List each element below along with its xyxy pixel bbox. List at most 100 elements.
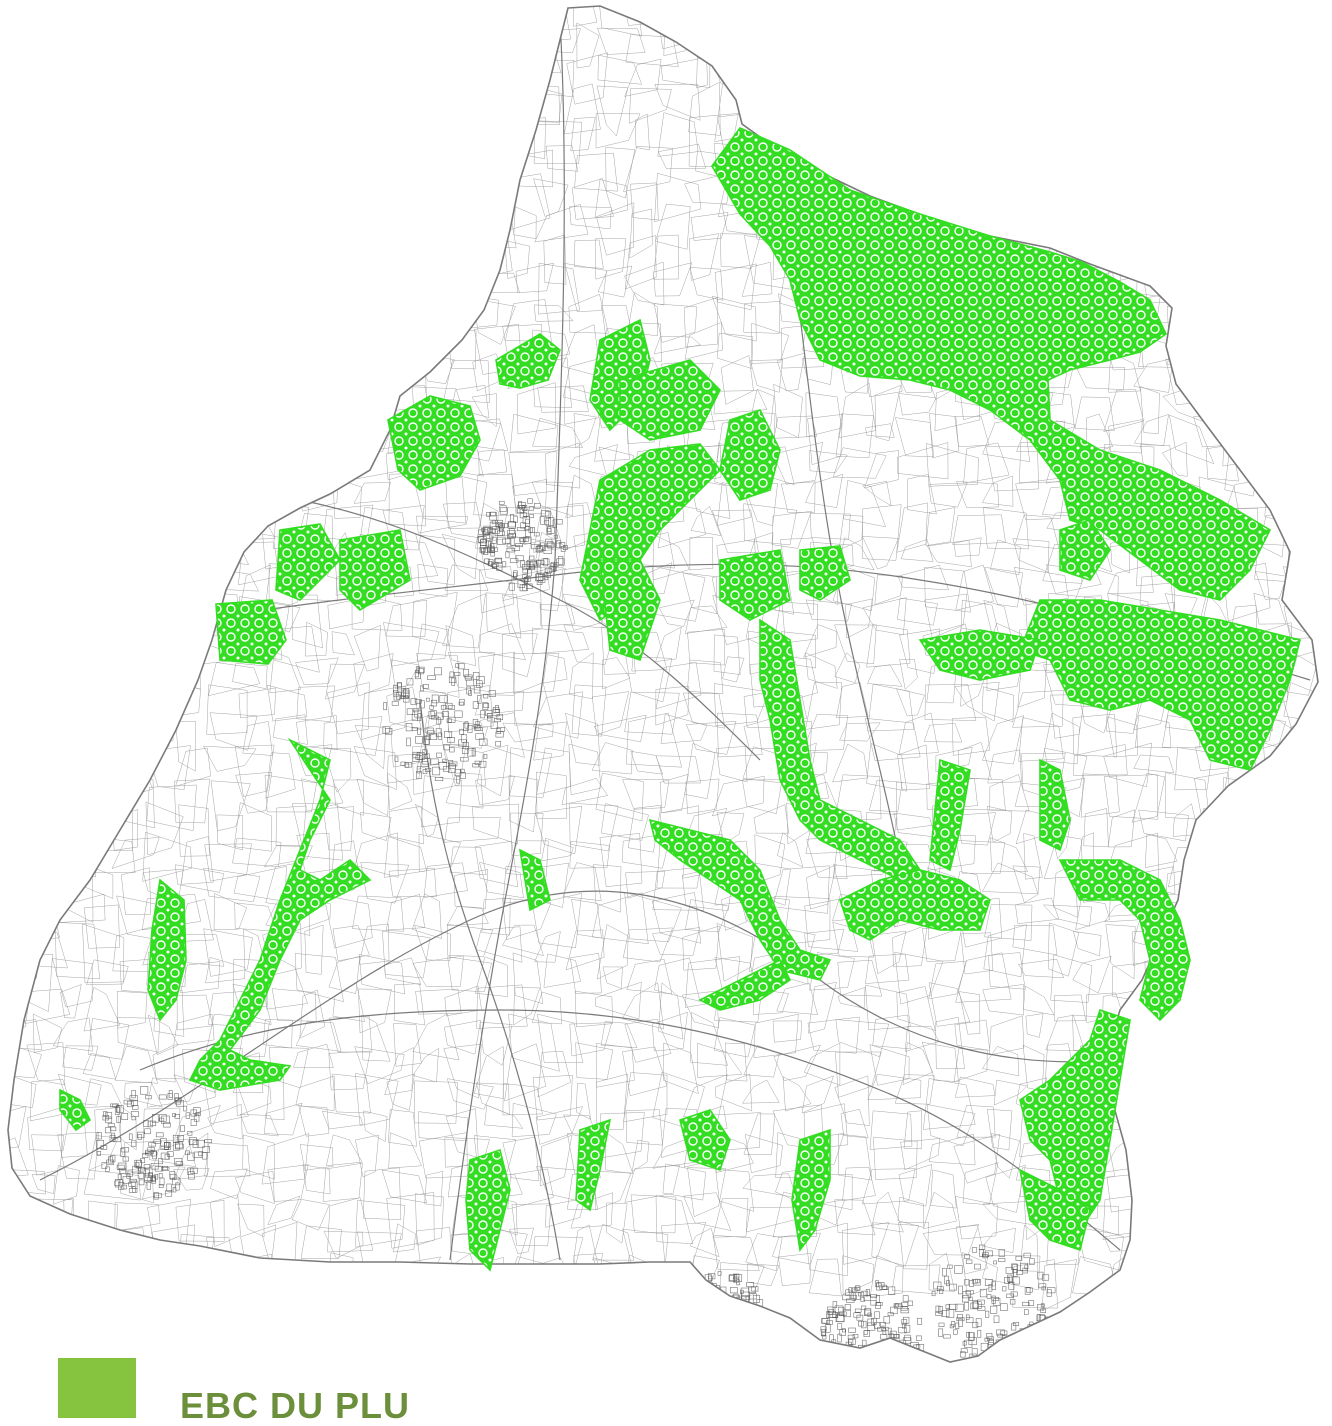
parcel <box>655 685 690 726</box>
building <box>707 1287 712 1293</box>
parcel <box>863 121 897 155</box>
parcel <box>147 23 183 60</box>
parcel <box>233 958 268 1008</box>
building <box>175 1161 184 1166</box>
building <box>705 1312 712 1321</box>
ebc-zone <box>1058 859 1191 1022</box>
building <box>1041 1286 1046 1291</box>
building <box>748 1286 756 1294</box>
parcel <box>862 26 886 71</box>
parcel <box>1284 176 1318 221</box>
parcel <box>418 833 461 873</box>
building <box>874 1311 880 1319</box>
building <box>110 1103 119 1108</box>
parcel <box>842 1222 890 1265</box>
parcel <box>235 771 273 814</box>
parcel <box>1229 175 1265 213</box>
parcel <box>716 812 745 845</box>
parcel <box>625 34 679 67</box>
building <box>495 741 501 747</box>
parcel <box>743 301 781 334</box>
building <box>695 1335 700 1339</box>
parcel <box>473 1046 504 1099</box>
parcel <box>745 1233 783 1272</box>
parcel <box>298 149 332 182</box>
building <box>702 1334 708 1341</box>
building <box>483 703 490 709</box>
parcel <box>1140 386 1160 434</box>
building <box>128 1133 133 1140</box>
parcel <box>777 352 805 392</box>
parcel <box>662 1163 706 1201</box>
parcel <box>1012 55 1052 87</box>
parcel <box>84 207 119 235</box>
building <box>507 521 516 529</box>
parcel <box>954 1076 996 1098</box>
parcel <box>442 291 499 330</box>
parcel <box>835 413 874 459</box>
parcel <box>981 475 1014 507</box>
ebc-zone <box>791 1128 831 1252</box>
building <box>158 1094 167 1100</box>
building <box>965 1314 970 1320</box>
parcel <box>114 1202 161 1232</box>
building <box>153 1139 162 1144</box>
parcel <box>472 149 524 185</box>
parcel <box>8 837 24 873</box>
building <box>508 533 516 538</box>
parcel <box>1314 184 1318 221</box>
parcel <box>1022 1044 1045 1091</box>
parcel <box>922 1224 980 1256</box>
parcel <box>81 562 127 599</box>
building <box>706 1339 713 1347</box>
building <box>716 1292 722 1300</box>
building <box>752 1294 760 1303</box>
building <box>750 1286 759 1292</box>
parcel <box>357 147 399 198</box>
building <box>132 1105 139 1110</box>
parcel <box>1258 1170 1293 1200</box>
building <box>505 551 510 559</box>
building <box>520 522 526 529</box>
parcel <box>59 82 105 119</box>
building <box>688 1303 697 1312</box>
parcel <box>807 414 843 465</box>
parcel <box>1312 832 1318 863</box>
parcel <box>1174 1222 1213 1269</box>
parcel <box>88 325 130 359</box>
building <box>547 541 554 549</box>
parcel <box>112 393 150 428</box>
parcel <box>687 629 726 666</box>
parcel <box>445 772 484 809</box>
parcel <box>422 21 460 68</box>
parcel <box>841 6 883 33</box>
ebc-zone <box>1019 1008 1131 1232</box>
building <box>729 1274 737 1281</box>
parcel <box>962 1252 998 1297</box>
parcel <box>266 240 288 263</box>
building <box>483 534 492 539</box>
parcel <box>903 1110 922 1150</box>
building <box>463 669 469 677</box>
parcel <box>687 659 724 695</box>
parcel <box>205 269 234 297</box>
building <box>862 1364 869 1368</box>
building <box>875 1357 882 1361</box>
building <box>692 1296 700 1303</box>
building <box>829 1314 839 1318</box>
parcel <box>445 625 477 666</box>
parcel <box>471 272 520 293</box>
parcel <box>591 742 633 775</box>
parcel <box>1320 205 1332 250</box>
building <box>506 547 516 553</box>
parcel <box>1253 839 1294 865</box>
building <box>165 1190 173 1197</box>
parcel <box>1143 1170 1189 1210</box>
building <box>931 1290 936 1297</box>
parcel <box>532 1075 573 1121</box>
parcel <box>965 149 993 198</box>
parcel <box>117 600 158 642</box>
parcel <box>386 1192 435 1249</box>
parcel <box>1324 684 1332 718</box>
parcel <box>237 478 268 515</box>
